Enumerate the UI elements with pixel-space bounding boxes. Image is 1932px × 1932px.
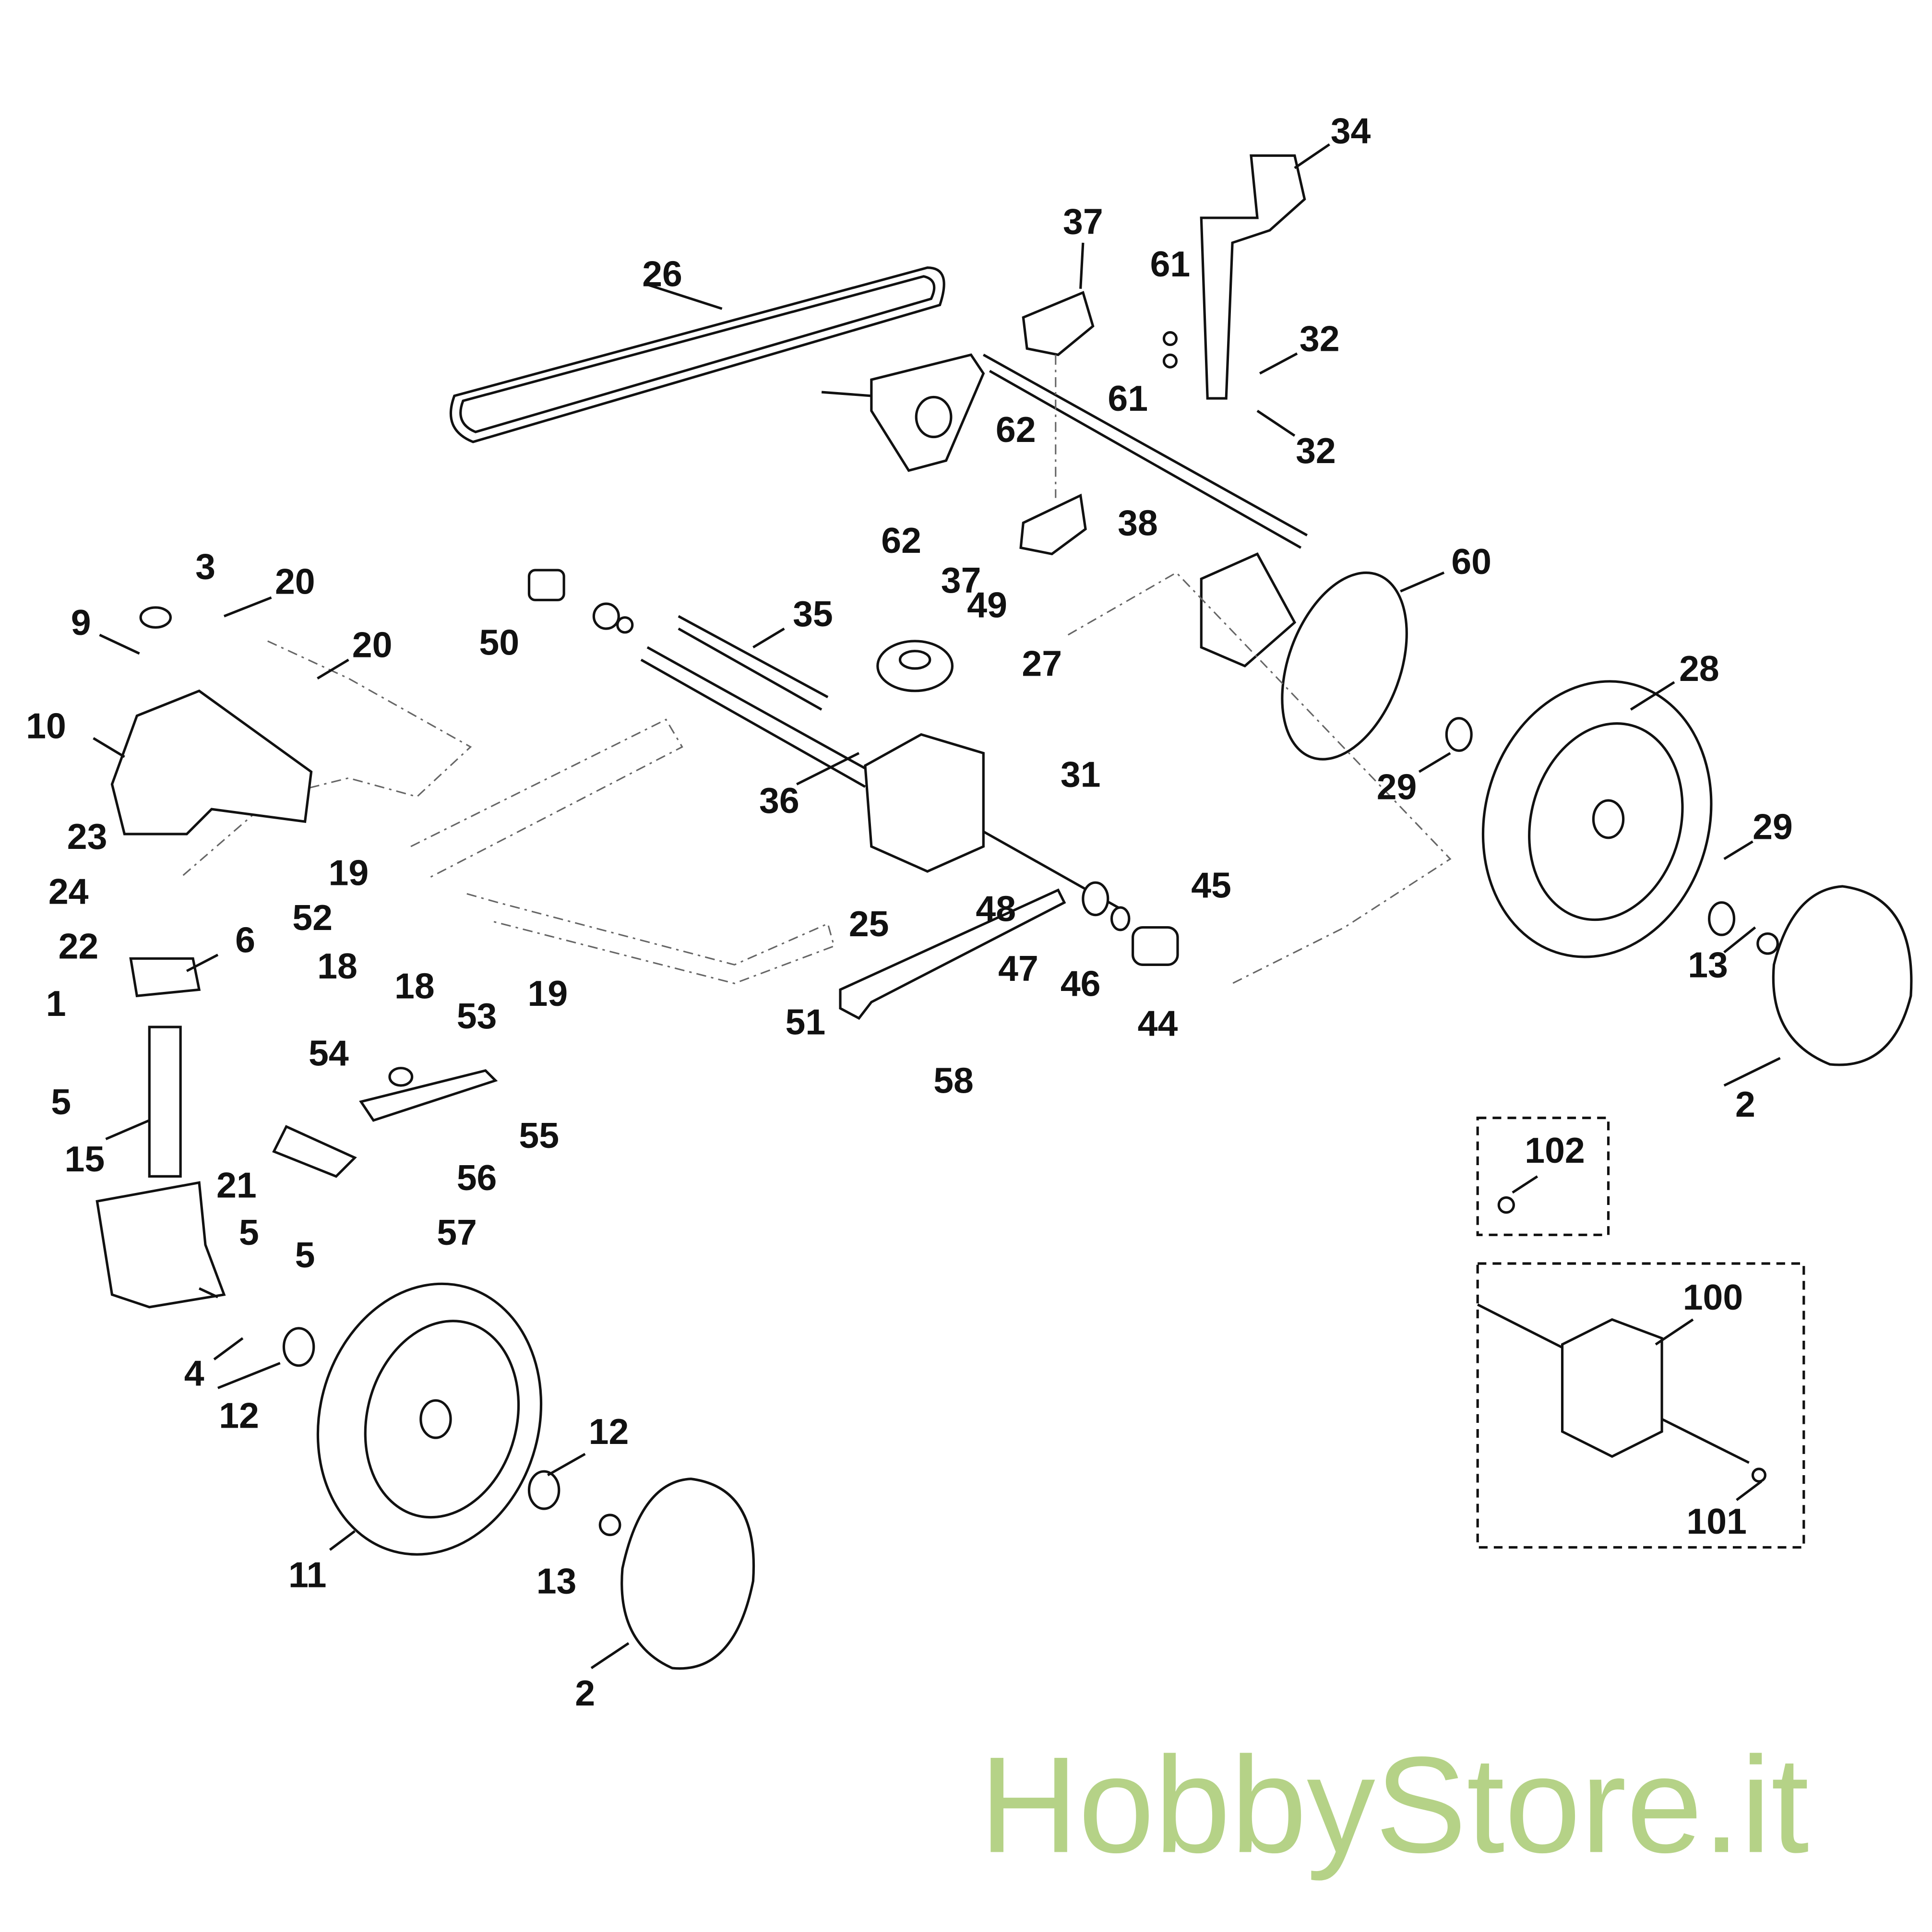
callout-label: 35: [793, 594, 833, 634]
callout-label: 12: [219, 1395, 259, 1435]
callout-label: 37: [941, 560, 981, 600]
callout-label: 58: [933, 1061, 974, 1101]
callout-label: 57: [437, 1212, 477, 1252]
bracket-upper: [1022, 291, 1095, 357]
callout-label: 55: [519, 1115, 559, 1156]
callout-label: 20: [352, 625, 393, 665]
watermark: HobbyStore.it: [979, 1729, 1810, 1882]
callout-label: 32: [1296, 430, 1336, 471]
callout-label: 9: [71, 602, 91, 643]
callout-label: 4: [184, 1353, 204, 1393]
pinion-gear: [1132, 926, 1179, 966]
callout-label: 19: [528, 973, 568, 1014]
callout-label: 61: [1150, 244, 1191, 284]
callout-label: 3: [195, 546, 215, 586]
callout-label: 18: [394, 966, 435, 1006]
callout-label: 37: [1063, 202, 1103, 242]
callout-label: 60: [1451, 541, 1491, 582]
callout-label: 62: [996, 409, 1036, 450]
callout-label: 13: [1688, 944, 1728, 985]
callout-label: 47: [998, 948, 1038, 989]
callout-label: 49: [967, 585, 1007, 625]
transmission-kit: [1477, 1303, 1766, 1483]
callout-label: 5: [239, 1212, 259, 1252]
callout-label: 26: [642, 254, 682, 294]
callout-label: 31: [1061, 754, 1101, 795]
callout-label: 29: [1377, 766, 1417, 807]
callout-label: 102: [1525, 1130, 1585, 1170]
callout-label: 54: [309, 1033, 349, 1073]
leader-lines: [93, 143, 1781, 1670]
callout-label: 38: [1118, 503, 1158, 543]
callout-label: 100: [1683, 1277, 1743, 1317]
kit-box-100: [1476, 1262, 1805, 1549]
callout-label: 12: [589, 1411, 629, 1452]
callout-label: 2: [1735, 1084, 1755, 1124]
callout-label: 6: [235, 920, 255, 960]
callout-label: 36: [759, 780, 799, 821]
hub-cap-front: [620, 1478, 755, 1670]
callout-label: 34: [1331, 110, 1371, 151]
hub-cap-rear: [1772, 885, 1913, 1066]
kit-box-102: [1476, 1116, 1610, 1236]
callout-label: 10: [26, 705, 66, 746]
callout-label: 5: [51, 1082, 71, 1122]
callout-label: 62: [881, 520, 921, 561]
callout-label: 51: [786, 1002, 826, 1042]
callout-label: 22: [59, 926, 99, 966]
callout-label: 44: [1138, 1003, 1178, 1043]
shaft-rod: [821, 353, 1308, 549]
callout-label: 28: [1679, 648, 1719, 689]
callout-label: 2: [575, 1673, 595, 1713]
callout-label: 61: [1108, 378, 1148, 418]
hub-disc: [1281, 571, 1408, 761]
drive-belt: [449, 266, 945, 443]
callout-label: 1: [46, 983, 66, 1024]
transmission: [640, 615, 1121, 910]
callout-label: 23: [67, 816, 107, 857]
callout-label: 29: [1753, 806, 1793, 847]
callout-label: 15: [65, 1139, 105, 1179]
callout-label: 53: [457, 996, 497, 1036]
callout-label: 5: [295, 1235, 315, 1275]
callout-label: 19: [329, 852, 369, 893]
callout-label: 32: [1300, 319, 1340, 359]
callout-label: 101: [1686, 1501, 1747, 1541]
lever: [1200, 154, 1306, 400]
callout-label: 21: [216, 1165, 257, 1205]
callout-label: 56: [457, 1157, 497, 1198]
callout-label: 25: [849, 904, 889, 944]
callout-label: 52: [292, 897, 333, 938]
callout-label: 50: [479, 622, 519, 663]
callout-label: 24: [48, 871, 89, 911]
rear-wheel: [1445, 680, 1779, 958]
callout-labels: 34 37 26 61 32 61 32 62 38 62 37 60 3 20…: [26, 110, 1793, 1713]
callout-label: 11: [288, 1555, 327, 1595]
mounting-plate: [839, 888, 1066, 1020]
callout-label: 13: [537, 1561, 577, 1601]
hub-plate: [1200, 552, 1297, 668]
front-wheel: [316, 1282, 621, 1556]
callout-label: 18: [317, 946, 358, 986]
swivel-arm: [95, 1181, 226, 1309]
bracket-lower: [1019, 493, 1087, 556]
callout-label: 27: [1022, 644, 1062, 684]
callout-label: 20: [275, 561, 315, 601]
callout-label: 46: [1061, 963, 1101, 1003]
callout-label: 45: [1191, 865, 1231, 905]
callout-label: 48: [976, 889, 1016, 929]
height-adjust-housing: [110, 689, 313, 835]
spring-post: [148, 1026, 182, 1178]
